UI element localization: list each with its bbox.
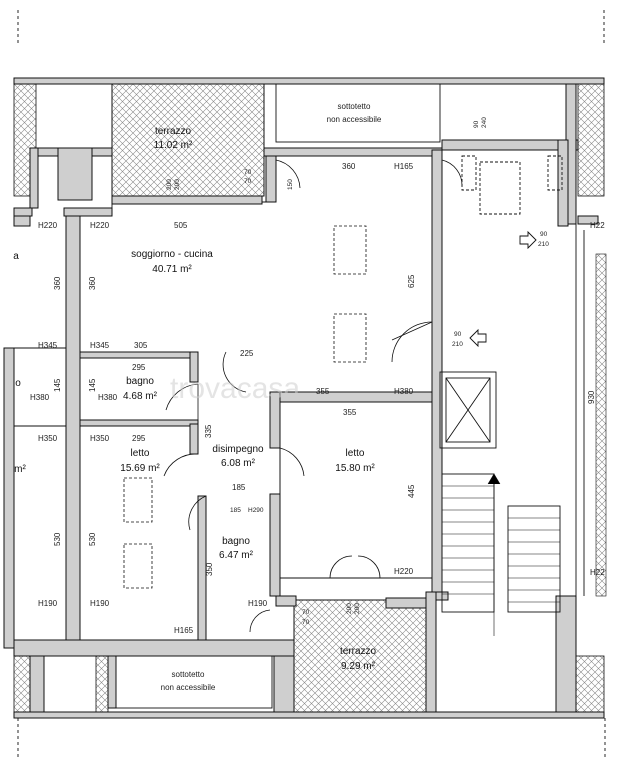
dim-h22-b: H22 — [590, 568, 605, 577]
dim-185-b: 185 — [230, 507, 241, 514]
bagno1-name: bagno — [126, 376, 154, 387]
right-balcony-hatch — [577, 83, 605, 197]
dim-295-a: 295 — [132, 363, 146, 372]
win-70-a: 70 — [244, 169, 252, 176]
win-70-b: 70 — [244, 178, 252, 185]
dim-h190-b: H190 — [90, 599, 110, 608]
entry-arrows — [469, 230, 537, 348]
dim-930: 930 — [587, 390, 596, 404]
door-swings — [163, 159, 463, 633]
win-200-b: 200 — [174, 179, 181, 190]
letto2-area: 15.80 m² — [335, 463, 375, 474]
letto2-name: letto — [346, 448, 365, 459]
mid-left-hatch — [95, 655, 109, 717]
dim-h350-b: H350 — [90, 434, 110, 443]
room-labels: terrazzo 11.02 m² sottotetto non accessi… — [13, 102, 382, 692]
dim-h190-c: H190 — [248, 599, 268, 608]
bagno2-area: 6.47 m² — [219, 550, 254, 561]
right-strip-hatch — [595, 253, 607, 597]
dim-h190-a: H190 — [38, 599, 58, 608]
dim-h220-a: H220 — [38, 221, 58, 230]
dim-530-b: 530 — [88, 532, 97, 546]
dim-h380-c: H380 — [394, 387, 414, 396]
dim-h345-b: H345 — [90, 341, 110, 350]
sottotetto-top-line2: non accessibile — [327, 115, 382, 124]
terrazzo-bottom-name: terrazzo — [340, 646, 377, 657]
terrazzo-bottom-hatch — [293, 599, 427, 716]
watermark: trovacasa — [170, 372, 300, 405]
dim-360-far: 360 — [53, 276, 62, 290]
dim-h290: H290 — [248, 507, 264, 514]
letto1-name: letto — [131, 448, 150, 459]
win-200-d: 200 — [354, 603, 361, 614]
letto1-area: 15.69 m² — [120, 463, 160, 474]
arrow-icon — [469, 328, 487, 348]
sottotetto-top-line1: sottotetto — [338, 102, 371, 111]
dim-145-b: 145 — [88, 378, 97, 392]
dim-295-b: 295 — [132, 434, 146, 443]
dim-150: 150 — [287, 179, 294, 190]
dim-360-left: 360 — [88, 276, 97, 290]
win-200-a: 200 — [166, 179, 173, 190]
win-240: 240 — [481, 117, 488, 128]
sottotetto-bottom-line2: non accessibile — [161, 683, 216, 692]
soggiorno-name: soggiorno - cucina — [131, 249, 213, 260]
terrazzo-top-area: 11.02 m² — [154, 140, 193, 151]
dim-h350-a: H350 — [38, 434, 58, 443]
dim-h380-a: H380 — [30, 393, 50, 402]
win-70-c: 70 — [302, 609, 310, 616]
dim-625: 625 — [407, 274, 416, 288]
bagno2-name: bagno — [222, 536, 250, 547]
win-90-mid: 90 — [454, 331, 462, 338]
dim-355-b: 355 — [343, 408, 357, 417]
disimpegno-name: disimpegno — [212, 444, 264, 455]
dimension-labels: 360 H165 505 H220 H220 625 360 360 150 H… — [30, 117, 605, 635]
dim-145-a: 145 — [53, 378, 62, 392]
left-fragment-area: m² — [14, 464, 26, 475]
dim-h220-c: H220 — [394, 567, 414, 576]
dim-360-top: 360 — [342, 162, 356, 171]
dim-445: 445 — [407, 484, 416, 498]
left-fragment-o: o — [15, 378, 21, 389]
dim-335: 335 — [204, 424, 213, 438]
bagno1-area: 4.68 m² — [123, 391, 158, 402]
dim-505: 505 — [174, 221, 188, 230]
dim-h345-a: H345 — [38, 341, 58, 350]
dim-530-a: 530 — [53, 532, 62, 546]
left-fragment-a: a — [13, 251, 19, 262]
dim-h165-top: H165 — [394, 162, 414, 171]
thin-lines — [14, 10, 606, 758]
dim-h22-a: H22 — [590, 221, 605, 230]
soggiorno-area: 40.71 m² — [152, 264, 192, 275]
disimpegno-area: 6.08 m² — [221, 458, 256, 469]
dim-185-a: 185 — [232, 483, 246, 492]
dim-h380-b: H380 — [98, 393, 118, 402]
win-200-c: 200 — [346, 603, 353, 614]
win-90-top: 90 — [473, 120, 480, 128]
win-90-right: 90 — [540, 231, 548, 238]
sottotetto-bottom-line1: sottotetto — [172, 670, 205, 679]
dim-305: 305 — [134, 341, 148, 350]
dim-355-a: 355 — [316, 387, 330, 396]
win-210-right: 210 — [538, 241, 549, 248]
terrazzo-bottom-area: 9.29 m² — [341, 661, 376, 672]
right-bottom-hatch — [575, 655, 605, 717]
terrazzo-top-name: terrazzo — [155, 126, 192, 137]
dim-h165-bottom: H165 — [174, 626, 194, 635]
dim-h220-b: H220 — [90, 221, 110, 230]
win-210-mid: 210 — [452, 341, 463, 348]
stair-treads — [442, 473, 560, 636]
dim-350: 350 — [205, 562, 214, 576]
terrazzo-top-hatch — [111, 83, 265, 197]
win-70-d: 70 — [302, 619, 310, 626]
arrow-icon — [519, 230, 537, 250]
dim-225: 225 — [240, 349, 254, 358]
furniture — [123, 225, 367, 589]
